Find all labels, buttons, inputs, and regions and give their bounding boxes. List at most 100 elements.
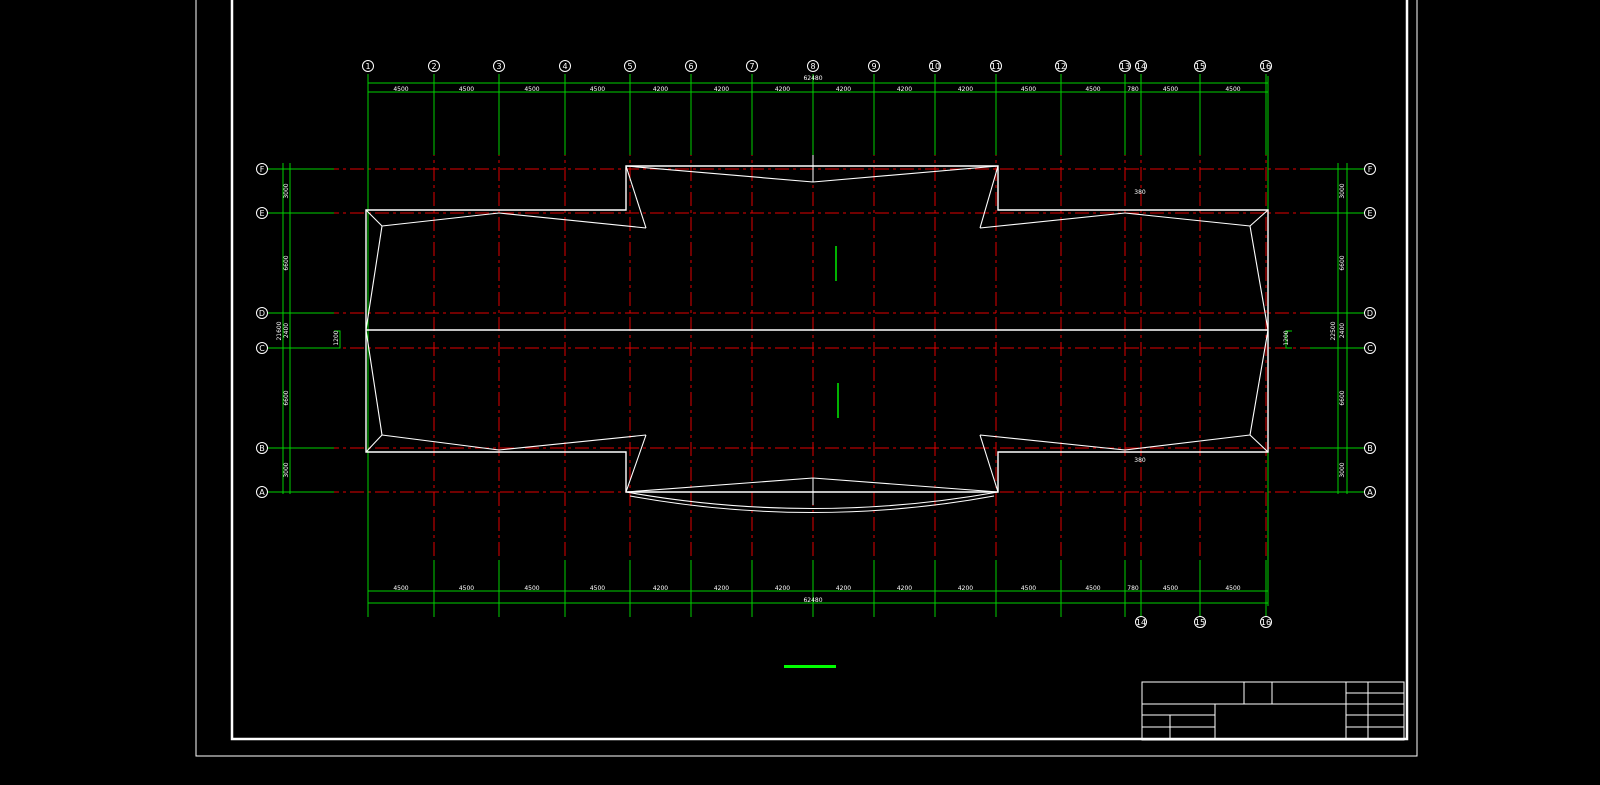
note-bracket-right: [1285, 330, 1292, 349]
axis-bubble-top-label: 13: [1120, 62, 1130, 71]
axis-bubble-top: [1194, 60, 1206, 72]
span-label-left: 3000: [283, 462, 290, 477]
sheet-inner-frame: [230, 0, 1409, 741]
span-label-top: 4500: [1021, 86, 1036, 93]
span-label-top: 4500: [524, 86, 539, 93]
span-label-top: 4200: [714, 86, 729, 93]
axis-bubble-top-label: 10: [930, 62, 940, 71]
axis-bubble-top: [1055, 60, 1067, 72]
span-label-bottom: 4200: [653, 585, 668, 592]
title-block: [1141, 681, 1405, 741]
axis-bubble-left-label: D: [259, 309, 265, 318]
scale-bar: [784, 665, 836, 668]
axis-bubble-top-label: 14: [1136, 62, 1146, 71]
span-label-bottom: 4500: [1021, 585, 1036, 592]
axis-bubble-left-label: C: [259, 344, 265, 353]
axis-bubble-top: [493, 60, 505, 72]
axis-bubble-top-label: 15: [1195, 62, 1205, 71]
axis-bubble-bottom: [1135, 616, 1147, 628]
axis-bubble-right: [1364, 442, 1376, 454]
span-label-right: 6600: [1339, 390, 1346, 405]
span-label-top: 4500: [1163, 86, 1178, 93]
axis-bubble-left: [256, 486, 268, 498]
axis-bubble-right-label: B: [1367, 444, 1373, 453]
span-label-top: 4500: [459, 86, 474, 93]
hip-line: [365, 329, 383, 436]
span-label-bottom: 4500: [393, 585, 408, 592]
axis-bubble-bottom: [1260, 616, 1272, 628]
span-label-top: 780: [1127, 86, 1139, 93]
span-label-bottom: 4500: [524, 585, 539, 592]
hip-line: [381, 212, 500, 227]
span-label-left: 2400: [283, 323, 290, 338]
axis-grid-lines: [300, 117, 1328, 560]
axis-bubble-bottom-label: 16: [1261, 618, 1271, 627]
axis-bubble-top-label: 9: [871, 62, 876, 71]
dimension-lines: [268, 74, 1364, 617]
axis-bubble-top: [868, 60, 880, 72]
axis-bubble-top: [1119, 60, 1131, 72]
span-label-bottom: 4200: [958, 585, 973, 592]
hip-line: [979, 434, 999, 493]
hip-line: [979, 165, 999, 229]
span-label-left: 3000: [283, 183, 290, 198]
span-label-bottom: 4500: [590, 585, 605, 592]
note-label-bottom: 380: [1134, 457, 1146, 464]
hip-line: [812, 477, 999, 493]
axis-bubble-top: [428, 60, 440, 72]
axis-bubble-right-label: D: [1367, 309, 1373, 318]
span-label-bottom: 4500: [1085, 585, 1100, 592]
curved-eave: [625, 491, 999, 510]
axis-bubble-top-label: 7: [749, 62, 754, 71]
sheet-outer-frame: [195, 0, 1418, 757]
axis-bubble-right: [1364, 207, 1376, 219]
axis-bubble-top-label: 3: [496, 62, 501, 71]
axis-bubble-right: [1364, 307, 1376, 319]
hip-line: [625, 434, 647, 493]
axis-bubble-left-label: E: [259, 209, 264, 218]
total-label-left: 21600: [276, 321, 283, 340]
hip-line: [1249, 329, 1269, 436]
hip-line: [1124, 434, 1251, 451]
axis-bubble-left-label: B: [259, 444, 265, 453]
axis-bubble-left-label: A: [259, 488, 265, 497]
span-label-bottom: 4500: [459, 585, 474, 592]
hip-line: [1249, 209, 1269, 227]
span-label-right: 6600: [1339, 255, 1346, 270]
span-label-right: 3000: [1339, 462, 1346, 477]
span-label-top: 4500: [1085, 86, 1100, 93]
axis-bubble-top-label: 4: [562, 62, 567, 71]
span-label-left: 6600: [283, 390, 290, 405]
axis-bubble-top: [362, 60, 374, 72]
span-label-left: 6600: [283, 255, 290, 270]
axis-bubble-right-label: C: [1367, 344, 1373, 353]
span-label-top: 4200: [958, 86, 973, 93]
axis-bubble-right-label: A: [1367, 488, 1373, 497]
note-label-top: 380: [1134, 189, 1146, 196]
span-label-bottom: 4200: [714, 585, 729, 592]
span-label-right: 2400: [1339, 323, 1346, 338]
curved-eave-inner: [629, 495, 995, 513]
axis-bubble-left: [256, 207, 268, 219]
hip-line: [625, 477, 814, 493]
span-label-bottom: 780: [1127, 585, 1139, 592]
span-label-bottom: 4500: [1163, 585, 1178, 592]
total-label-right: 22500: [1330, 321, 1337, 340]
axis-bubble-bottom-label: 14: [1136, 618, 1146, 627]
axis-bubble-left: [256, 307, 268, 319]
span-label-right: 3000: [1339, 183, 1346, 198]
axis-bubble-top-label: 16: [1261, 62, 1271, 71]
axis-bubble-left: [256, 342, 268, 354]
hip-line: [1124, 212, 1251, 227]
hip-line: [1249, 225, 1269, 331]
total-label-top: 62480: [803, 75, 822, 82]
hip-line: [365, 434, 383, 453]
axis-bubble-top-label: 5: [627, 62, 632, 71]
axis-bubble-top: [685, 60, 697, 72]
axis-bubble-bottom: [1194, 616, 1206, 628]
axis-bubble-right-label: F: [1368, 165, 1373, 174]
total-label-bottom: 62480: [803, 597, 822, 604]
axis-bubble-left: [256, 163, 268, 175]
